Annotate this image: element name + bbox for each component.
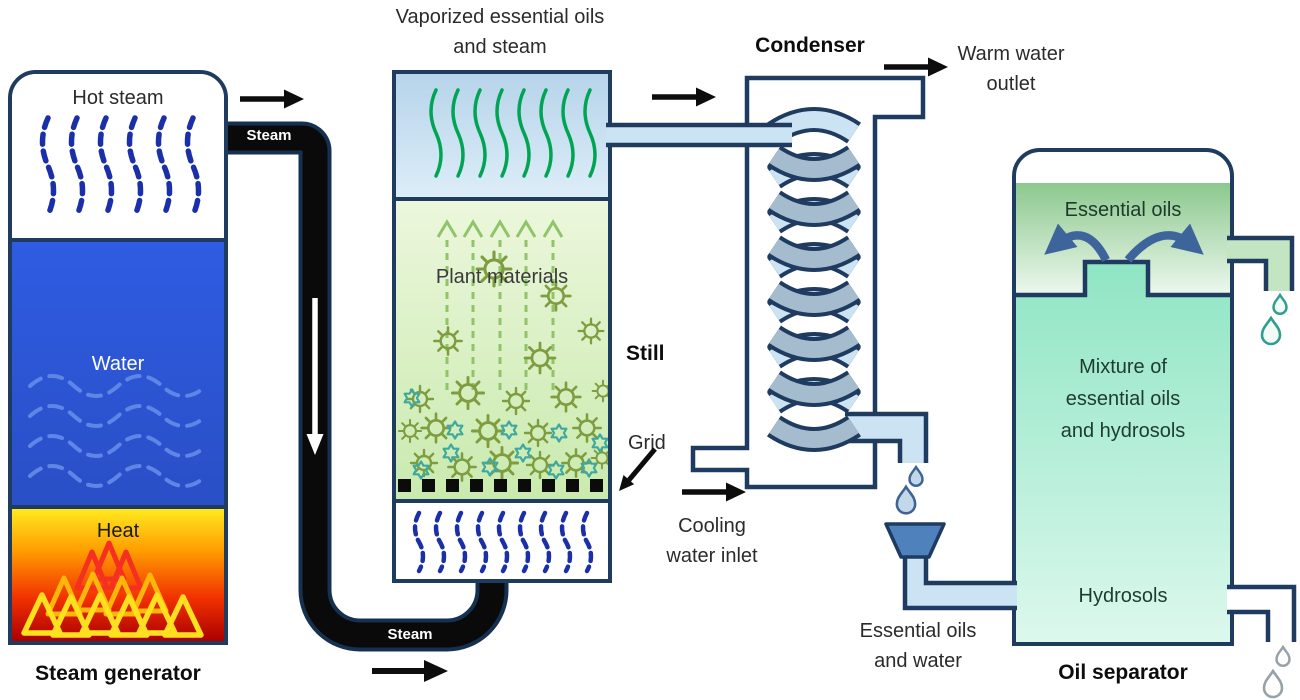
- essential-oils-label: Essential oils: [1064, 199, 1182, 221]
- water-label: Water: [91, 353, 145, 375]
- still-steam-wiggles-icon: [412, 510, 594, 574]
- collector-pipe: [884, 522, 1017, 611]
- oil-separator-contents: [1016, 183, 1230, 642]
- flow-arrow-warm-water: [884, 57, 948, 77]
- flow-arrow-steam-bottom: [372, 660, 448, 682]
- vapor-label-line1: Vaporized essential oils: [395, 6, 605, 28]
- condenser-vessel: [690, 75, 926, 490]
- still-title: Still: [626, 342, 665, 365]
- grid-pointer-arrow: [619, 447, 657, 491]
- funnel-icon: [884, 522, 946, 559]
- flow-arrow-steam-out: [240, 89, 304, 109]
- hydrosol-outlet-pipe: [1227, 584, 1297, 699]
- collected-line2: and water: [874, 650, 962, 672]
- vapor-pipe: [606, 122, 792, 148]
- hydrosol-droplets-icon: [1262, 645, 1291, 699]
- water-waves-icon: [28, 374, 208, 488]
- condenser-title: Condenser: [755, 34, 865, 57]
- mixture-label-line2: essential oils: [1065, 388, 1181, 410]
- vapor-wiggles-icon: [429, 88, 597, 178]
- mixture-label: Mixture of essential oils and hydrosols: [1016, 351, 1230, 447]
- steam-pipe-body: [226, 125, 505, 648]
- vapor-label: Vaporized essential oils and steam: [355, 2, 645, 62]
- mixture-label-line3: and hydrosols: [1060, 420, 1186, 442]
- flame-red: [74, 540, 144, 591]
- flow-arrow-vapor: [652, 87, 716, 107]
- grid-label: Grid: [628, 432, 666, 454]
- steam-generator-title: Steam generator: [35, 662, 201, 685]
- collected-liquid-label: Essential oils and water: [828, 616, 1008, 676]
- vapor-label-line2: and steam: [453, 36, 547, 58]
- flame-icons: [21, 540, 204, 638]
- steam-pipe: [226, 121, 509, 652]
- hot-steam-label: Hot steam: [72, 87, 164, 109]
- mixture-layer: [1016, 262, 1230, 642]
- steam-pipe-label-top: Steam: [246, 127, 292, 144]
- oils-outlet-pipe: [1227, 235, 1295, 346]
- warm-water-outlet-label: Warm water outlet: [936, 39, 1086, 99]
- condensate-droplets-icon: [895, 465, 924, 515]
- oil-star-particles: [403, 388, 608, 480]
- mixture-label-line1: Mixture of: [1079, 356, 1167, 378]
- heat-label: Heat: [96, 520, 140, 542]
- steam-pipe-label-bottom: Steam: [387, 626, 433, 643]
- coil-front-bands: [769, 148, 859, 448]
- warm-water-line1: Warm water: [957, 43, 1065, 65]
- plant-materials-label: Plant materials: [435, 266, 569, 288]
- steam-generator-vessel: [8, 70, 228, 645]
- condenser-outline: [690, 75, 926, 490]
- collected-line1: Essential oils: [859, 620, 977, 642]
- flow-arrow-cooling-water: [682, 482, 746, 502]
- overflow-arrows-icon: [1044, 223, 1204, 263]
- flame-yellow: [21, 592, 204, 638]
- oil-droplets-icon: [1260, 293, 1288, 346]
- warm-water-line2: outlet: [986, 73, 1036, 95]
- hydrosols-label: Hydrosols: [1078, 585, 1168, 607]
- weir-boundary: [1016, 259, 1230, 298]
- grid-bar: [398, 479, 606, 492]
- cooling-water-inlet-label: Cooling water inlet: [638, 511, 786, 571]
- water-section: [12, 238, 224, 505]
- oil-separator-title: Oil separator: [1058, 661, 1188, 684]
- condensate-outlet-pipe: [845, 411, 929, 463]
- plant-particles-icon: [397, 219, 608, 482]
- hot-steam-wiggles-icon: [39, 115, 202, 218]
- cooling-line2: water inlet: [666, 545, 758, 567]
- down-arrow-icon: [306, 298, 324, 455]
- cooling-line1: Cooling: [678, 515, 746, 537]
- rising-vapor-arrows: [436, 219, 564, 392]
- condenser-coil: [767, 107, 861, 452]
